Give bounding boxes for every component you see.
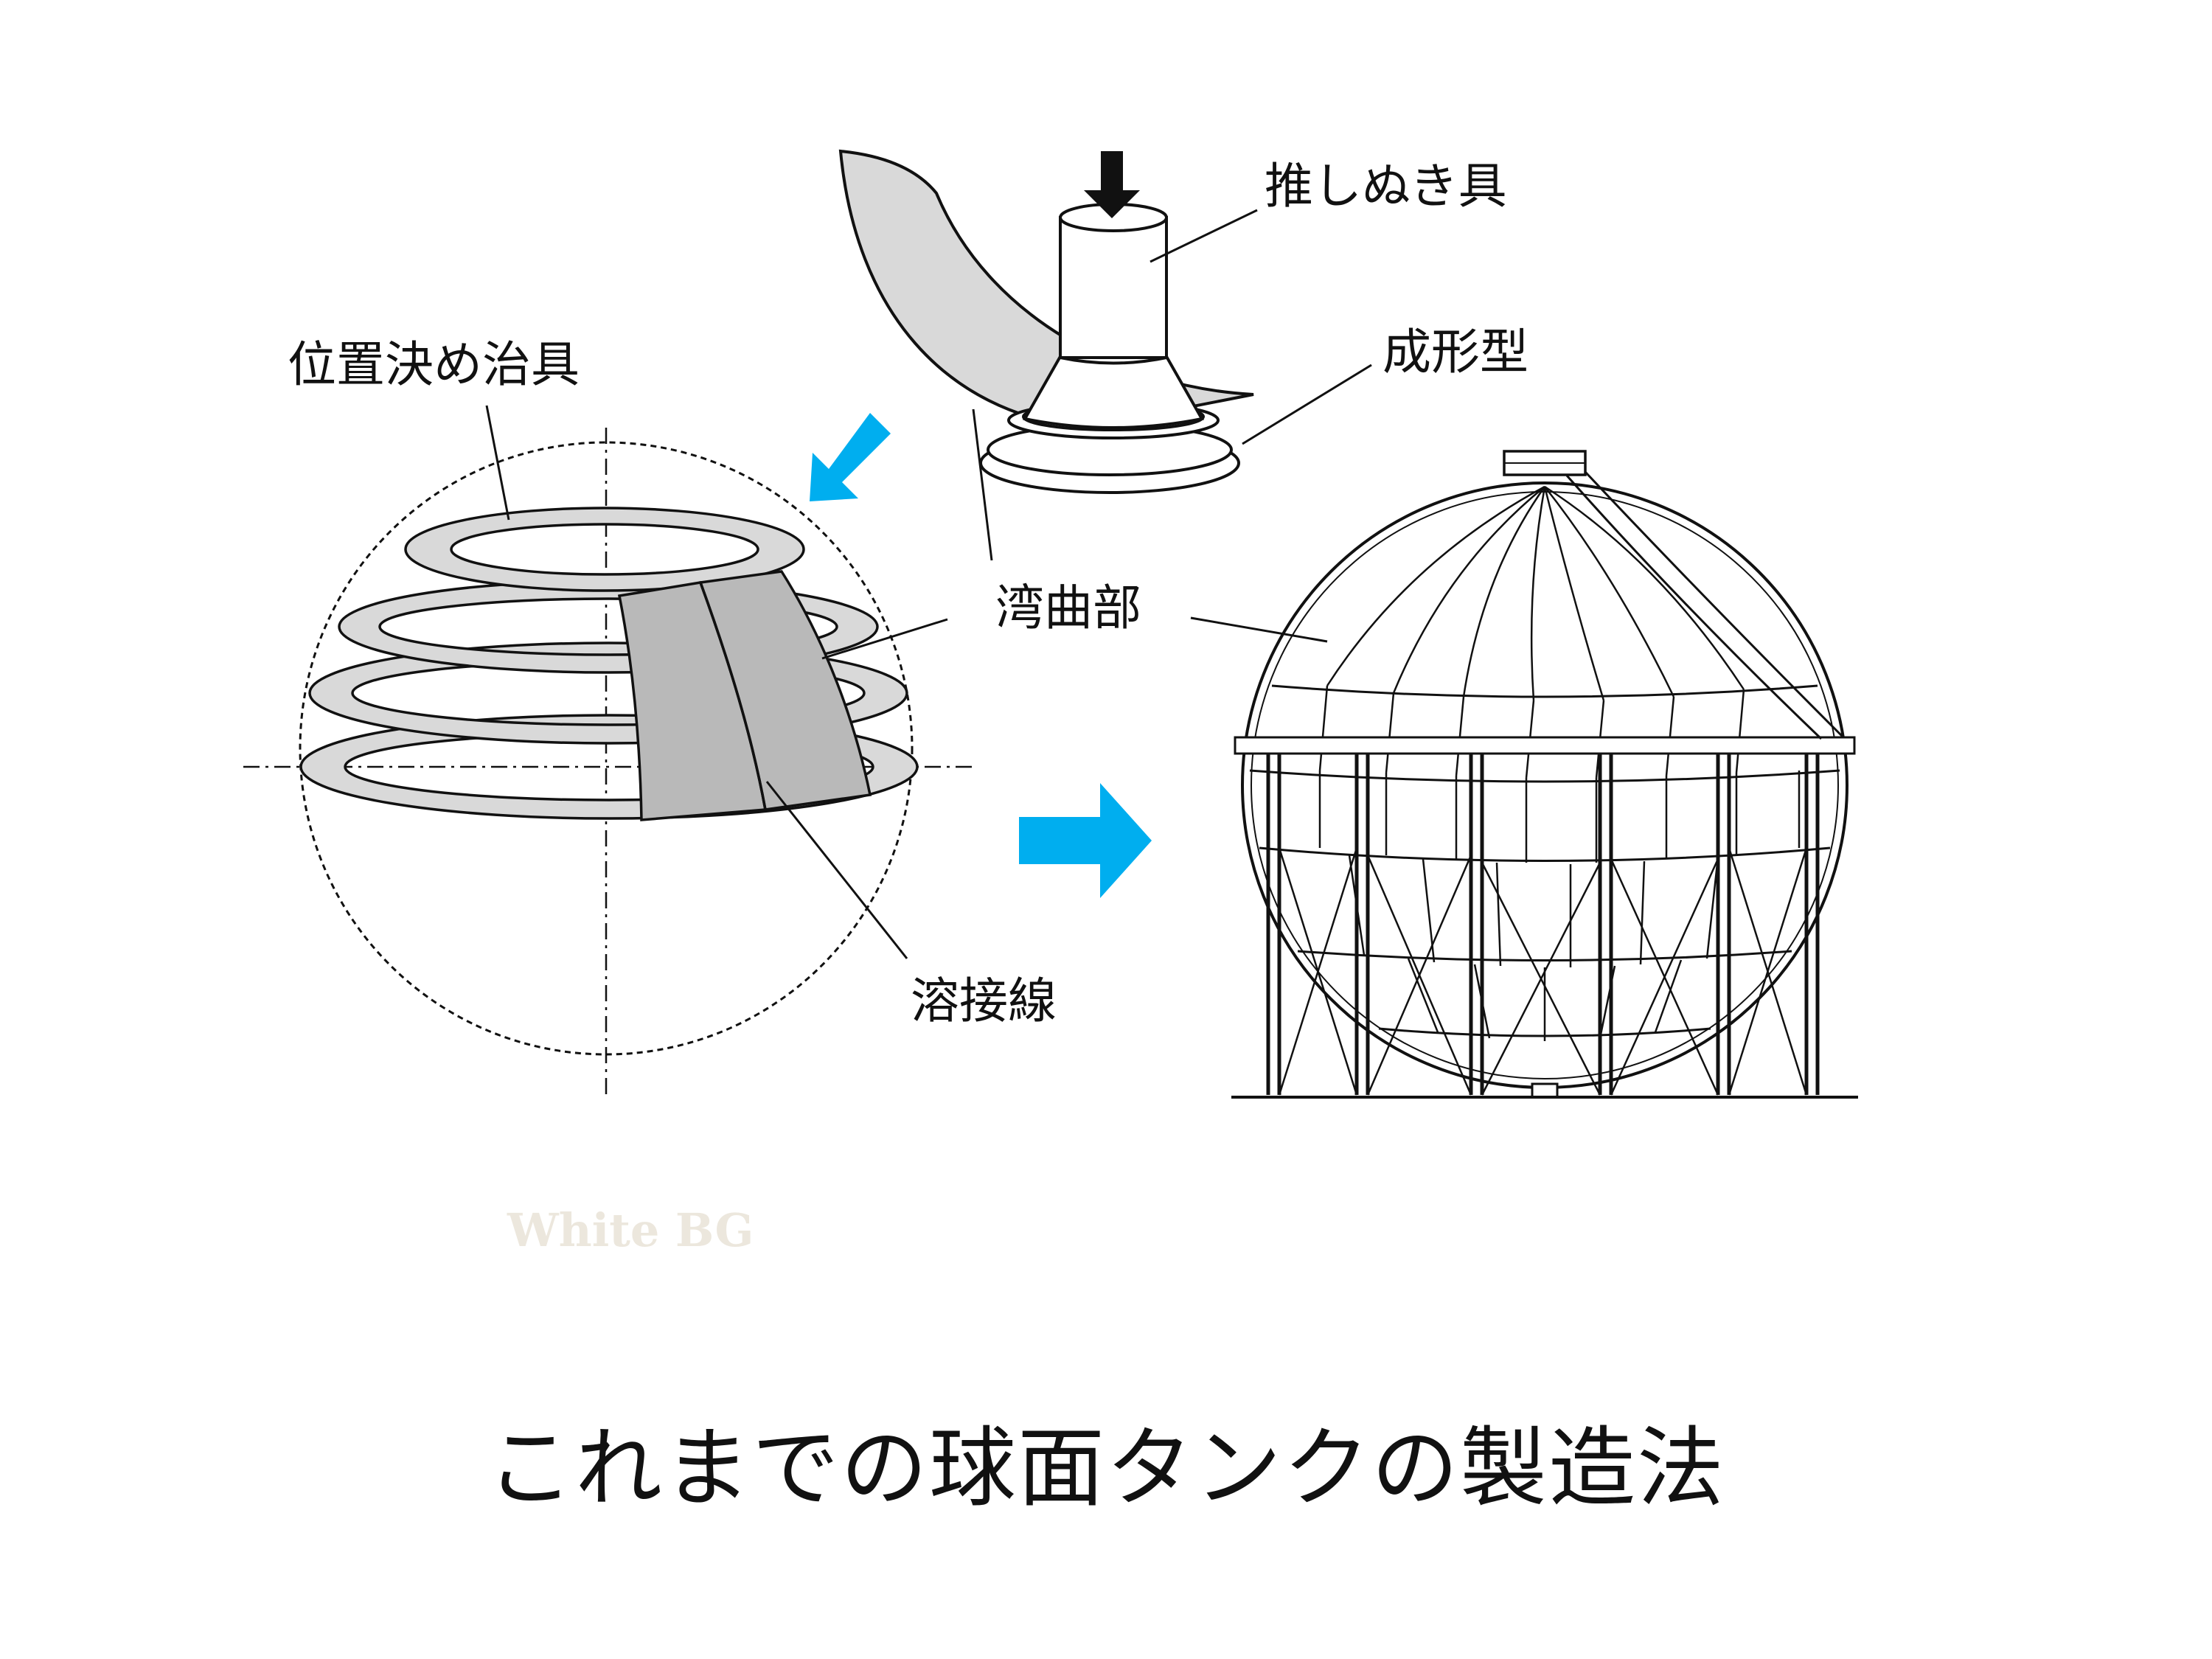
equator-girder (1234, 736, 1856, 755)
weld-line (699, 582, 767, 810)
punch-tool (1022, 203, 1205, 429)
support-legs (1266, 754, 1820, 1095)
label-positioning-jig: 位置決め治具 (288, 336, 580, 393)
leader-lines-hemisphere (485, 405, 948, 959)
hemisphere-assembly (243, 428, 973, 1099)
diagonal-arrow-icon (810, 413, 891, 501)
spherical-tank (1231, 450, 1858, 1099)
page-title: これまでの球面タンクの製造法 (486, 1417, 1725, 1519)
watermark: White BG (507, 1203, 754, 1257)
cross-bracing (1278, 847, 1808, 1096)
leader-line-tank (1190, 616, 1328, 643)
right-arrow-icon (1019, 783, 1152, 898)
label-weld-line: 溶接線 (911, 973, 1057, 1029)
label-punch-tool: 推しぬき具 (1265, 158, 1507, 215)
welded-panels (617, 570, 872, 821)
tank-meridians (1318, 485, 1801, 1041)
jig-ring (404, 507, 805, 592)
leader-lines-press (972, 209, 1372, 561)
label-forming-die: 成形型 (1382, 324, 1528, 380)
tank-stairway (1565, 470, 1845, 740)
label-curved-part: 湾曲部 (995, 580, 1141, 636)
forming-press (838, 149, 1254, 494)
bottom-nozzle (1531, 1082, 1559, 1099)
down-arrow-icon (1084, 151, 1140, 218)
